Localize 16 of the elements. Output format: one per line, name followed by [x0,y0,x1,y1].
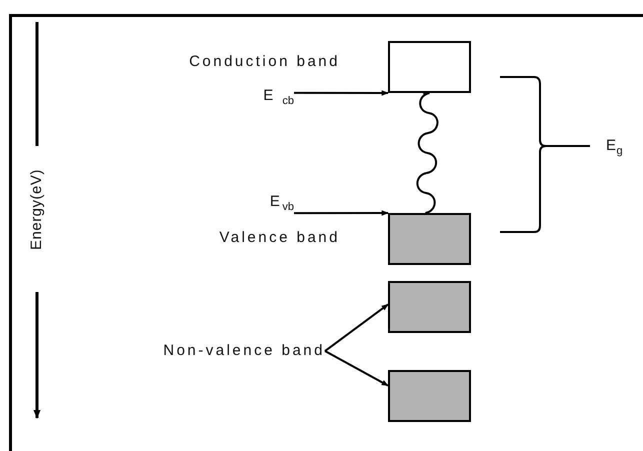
axis-label: Energy(eV) [27,168,46,252]
band-label: Non-valence band [55,340,325,364]
arrow [294,210,389,216]
energy-level-label: E $_{cb}$ [222,85,294,109]
non-valence-band-box [388,281,471,333]
band-label: Conduction band [188,52,340,72]
arrow [324,350,389,386]
conduction-band-box [388,41,471,93]
non-valence-band-box [388,370,471,422]
arrow [324,304,389,352]
energy-level-label: E$_{vb}$ [222,191,294,215]
band-label: Valence band [218,228,340,248]
valence-band-box [388,213,471,265]
wavy-arrow [416,92,438,214]
band-gap-label: E$_{g}$ [606,136,624,157]
arrow [294,90,389,96]
